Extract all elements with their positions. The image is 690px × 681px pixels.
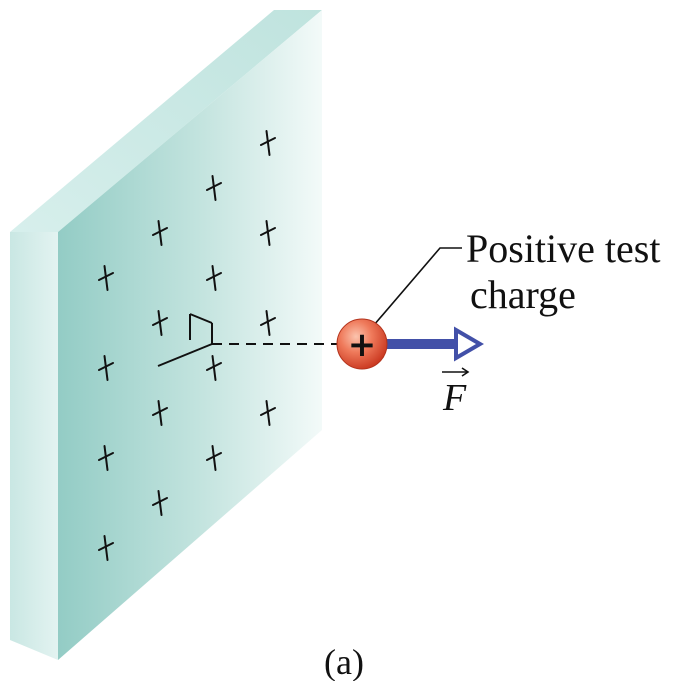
plate-plus-sign bbox=[98, 265, 114, 291]
plate-plus-sign bbox=[152, 400, 168, 426]
force-vector-label: F bbox=[442, 367, 470, 419]
plate-plus-sign bbox=[206, 355, 222, 381]
plate-plus-sign bbox=[260, 400, 276, 426]
positive-test-charge: + bbox=[336, 318, 388, 370]
plate-charges bbox=[98, 130, 276, 561]
force-arrow bbox=[383, 326, 484, 362]
plate-plus-sign bbox=[152, 490, 168, 516]
plate-plus-sign bbox=[98, 445, 114, 471]
plate-side-face bbox=[10, 232, 58, 660]
plate-plus-sign bbox=[260, 130, 276, 156]
figure-caption: (a) bbox=[324, 642, 364, 681]
plate-plus-sign bbox=[260, 220, 276, 246]
plate-plus-sign bbox=[98, 355, 114, 381]
label-leader-line bbox=[373, 247, 462, 326]
force-symbol: F bbox=[442, 377, 467, 419]
plate-plus-sign bbox=[206, 445, 222, 471]
plate-plus-sign bbox=[206, 265, 222, 291]
plate-top-edge bbox=[10, 10, 322, 232]
right-angle-marker bbox=[157, 313, 213, 367]
plate-plus-sign bbox=[206, 175, 222, 201]
plate-plus-sign bbox=[152, 310, 168, 336]
plate-plus-sign bbox=[152, 220, 168, 246]
charge-label-line1: Positive test bbox=[466, 226, 660, 271]
charge-sign: + bbox=[348, 325, 377, 365]
plate-plus-sign bbox=[260, 310, 276, 336]
plate-plus-sign bbox=[98, 535, 114, 561]
charge-label-line2: charge bbox=[470, 272, 576, 317]
